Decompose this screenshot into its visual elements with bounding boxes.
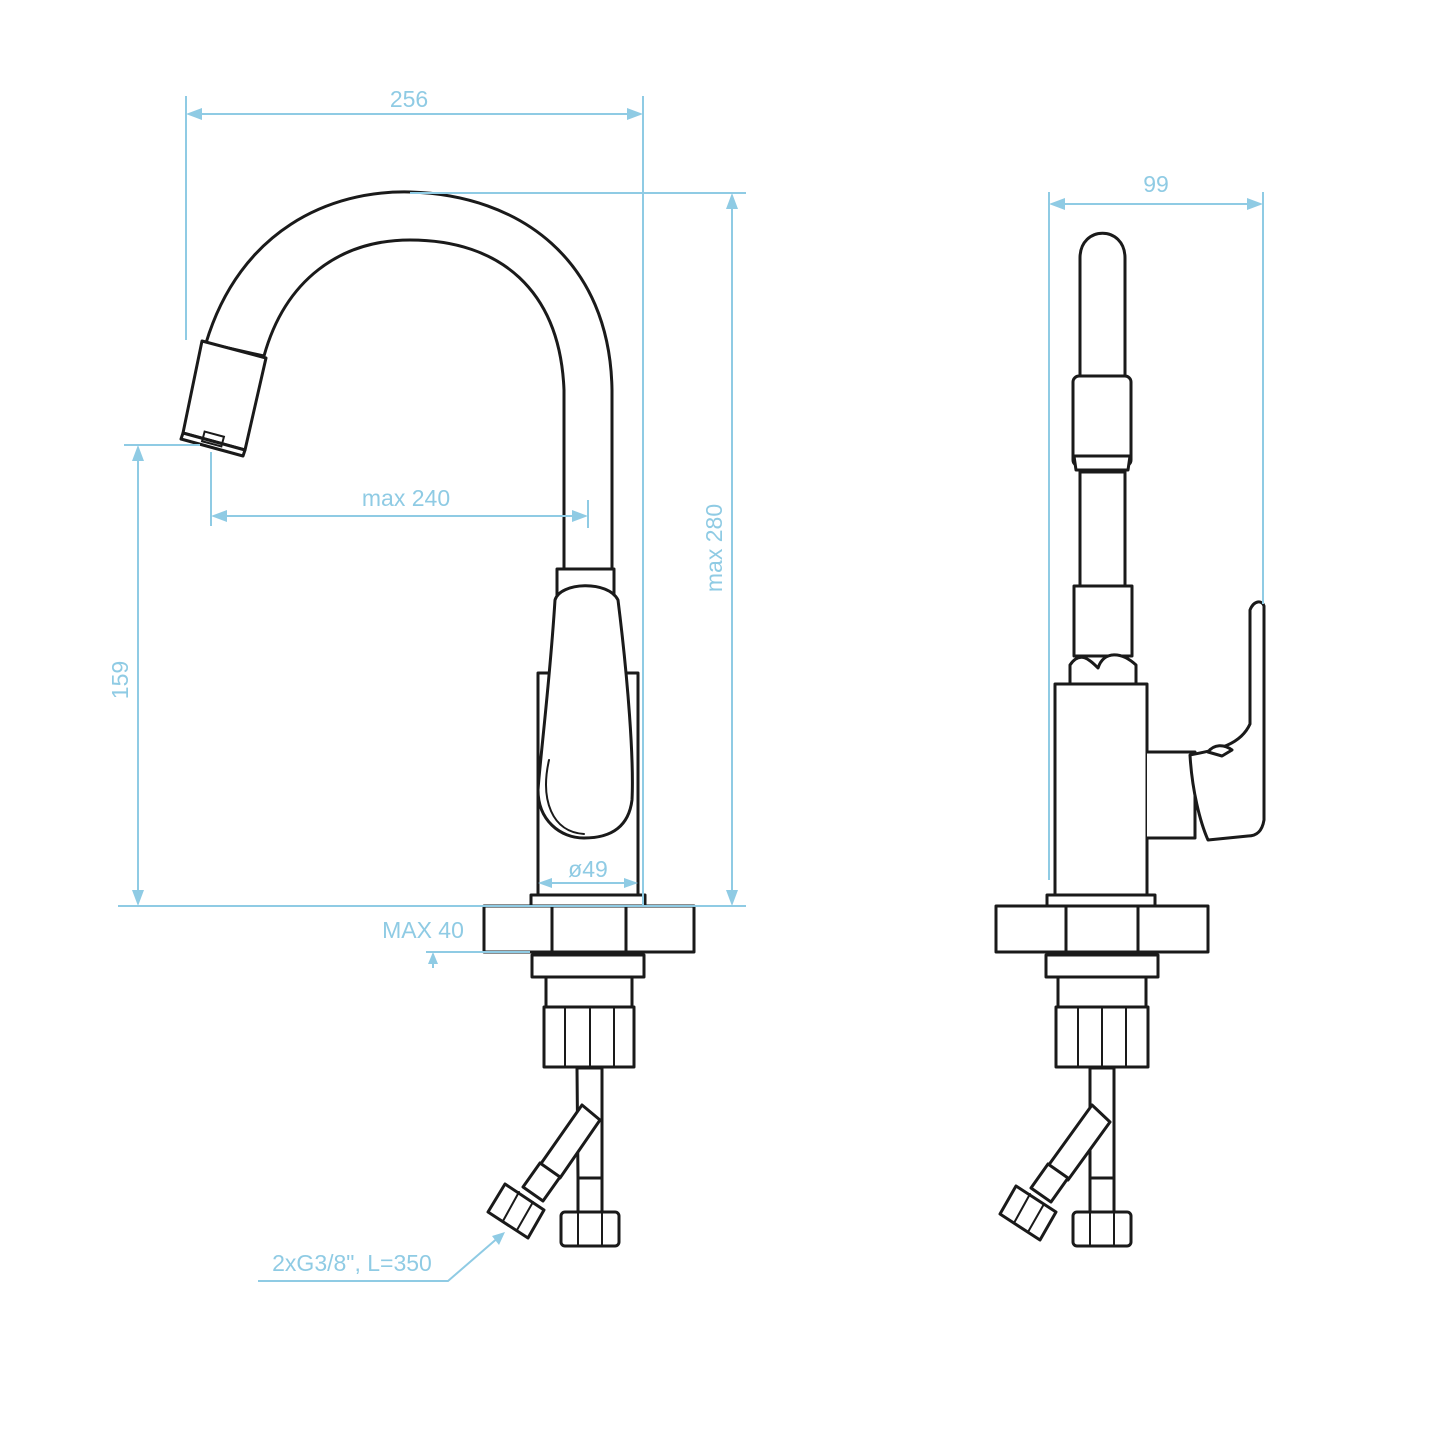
side-mount-washer xyxy=(1044,953,1160,979)
dim-width-arrow-right xyxy=(627,108,643,120)
dim-base-arrow-right xyxy=(624,878,638,888)
side-fitting-left-line-1 xyxy=(1013,1193,1031,1224)
dim-height-arrow-top xyxy=(726,193,738,209)
front-lever-inner xyxy=(545,759,585,835)
side-fitting-right-neck xyxy=(1088,1176,1116,1214)
front-view xyxy=(179,190,696,1248)
front-counter-right xyxy=(624,904,696,954)
dim-base-label: ø49 xyxy=(568,856,608,882)
front-fitting-left-line-2 xyxy=(516,1201,534,1231)
side-lever-grip xyxy=(1206,744,1234,758)
side-spout-collar xyxy=(1072,584,1134,658)
front-fitting-left-neck xyxy=(521,1161,562,1203)
dim-hoses-label: 2xG3/8", L=350 xyxy=(272,1250,432,1276)
side-fitting-left-line-2 xyxy=(1027,1203,1045,1233)
front-dimensions: 256 max 280 max 240 159 ø49 MAX 40 xyxy=(107,86,746,1282)
side-lever xyxy=(1188,600,1266,842)
front-fitting-left-line-1 xyxy=(502,1191,520,1222)
dim-depth-arrow-right xyxy=(1247,198,1263,210)
side-spout-tube xyxy=(1078,231,1127,380)
front-spout xyxy=(204,190,614,572)
side-body xyxy=(1053,682,1149,898)
front-aerator xyxy=(181,339,268,452)
side-aerator-tip xyxy=(1072,454,1132,472)
dim-spout-height-arrow-bottom xyxy=(132,890,144,906)
front-aerator-nozzle xyxy=(200,430,226,448)
front-lever xyxy=(536,584,634,840)
side-fitting-right-nut xyxy=(1071,1210,1133,1248)
dim-reach-label: max 240 xyxy=(362,485,450,511)
side-body-connector xyxy=(1145,750,1197,840)
dim-depth-arrow-left xyxy=(1049,198,1065,210)
dim-height-arrow-bottom xyxy=(726,890,738,906)
dim-counter-arrow xyxy=(428,952,438,964)
front-fitting-right-nut xyxy=(559,1210,621,1248)
side-view xyxy=(994,231,1266,1248)
side-fitting-left-nut xyxy=(998,1184,1058,1242)
dim-width-label: 256 xyxy=(390,86,428,112)
dim-depth-label: 99 xyxy=(1143,171,1169,197)
front-mount-washer xyxy=(530,953,646,979)
side-counter-left xyxy=(994,904,1068,954)
side-counter-right xyxy=(1136,904,1210,954)
front-fitting-right-neck xyxy=(576,1176,604,1214)
side-fitting-left-neck xyxy=(1029,1162,1070,1204)
front-fitting-left-nut xyxy=(486,1182,546,1240)
dim-counter-label: MAX 40 xyxy=(382,917,464,943)
side-collar-crown xyxy=(1068,653,1138,687)
dim-spout-height-arrow-top xyxy=(132,445,144,461)
side-lower-tube xyxy=(1078,470,1127,589)
side-dimensions: 99 xyxy=(1048,171,1264,880)
dim-base-arrow-left xyxy=(538,878,552,888)
dim-spout-height-label: 159 xyxy=(107,661,133,699)
front-counter-left xyxy=(482,904,554,954)
side-mount-shank xyxy=(1064,904,1140,954)
dim-hoses-arrow xyxy=(492,1232,505,1245)
dim-width-arrow-left xyxy=(186,108,202,120)
dim-height-label: max 280 xyxy=(701,504,727,592)
front-mount-shank xyxy=(550,904,628,954)
dim-reach-arrow-right xyxy=(572,510,588,522)
front-mount-bar xyxy=(544,975,634,1009)
side-aerator xyxy=(1071,374,1133,468)
dim-reach-arrow-left xyxy=(211,510,227,522)
side-mount-bar xyxy=(1056,975,1148,1009)
dim-hoses-leader xyxy=(258,1235,501,1282)
